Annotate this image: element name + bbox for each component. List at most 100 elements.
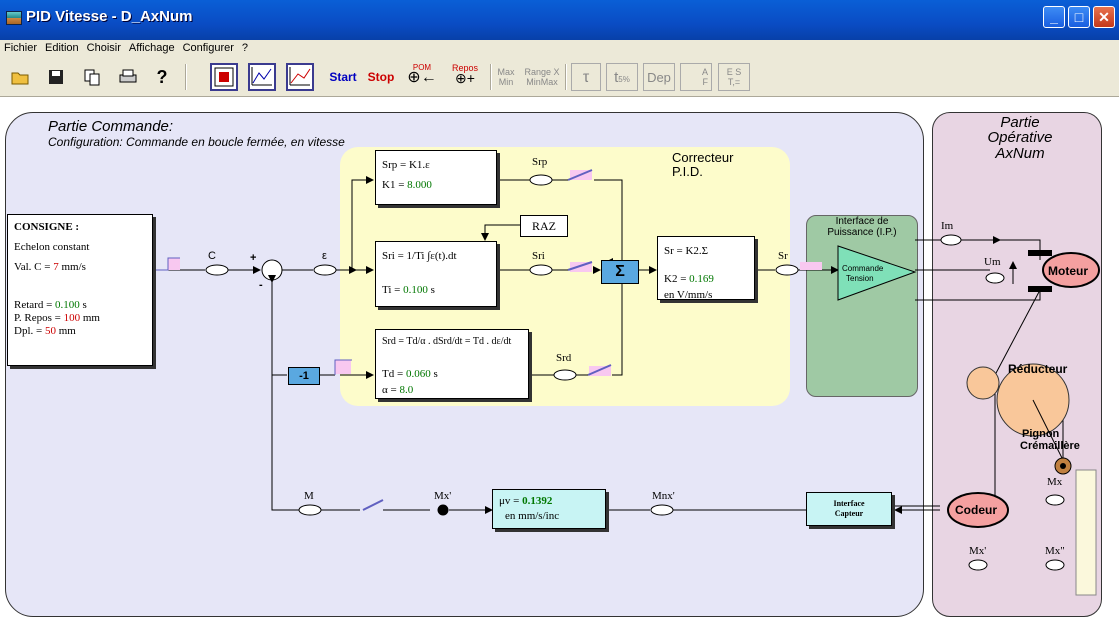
operative-title-3: AxNum: [995, 145, 1045, 162]
dep-button[interactable]: Dep: [643, 63, 675, 91]
s-label: S: [735, 67, 742, 77]
mu-unit: en mm/s/inc: [505, 510, 560, 522]
pom-button[interactable]: POM⊕←: [407, 63, 437, 86]
a-label: A: [701, 67, 708, 77]
alpha-value: 8.0: [399, 384, 414, 396]
retard-value: 0.100: [55, 299, 80, 311]
raz-button[interactable]: RAZ: [520, 215, 568, 237]
signal-minus: -: [259, 279, 263, 291]
signal-im: Im: [941, 220, 954, 232]
k1-value: 8.000: [407, 179, 432, 191]
ip-cmd-1: Commande: [842, 264, 884, 273]
pom-label: POM: [412, 63, 432, 72]
sum-formula: Sr = K2.Σ: [664, 245, 709, 257]
prop-formula: Srp = K1.ε: [382, 159, 430, 171]
chart-at-icon[interactable]: [248, 63, 276, 91]
repos-button[interactable]: Repos⊕+: [451, 63, 478, 86]
dpl-unit: mm: [55, 325, 76, 337]
signal-mx-prime: Mx': [434, 490, 452, 502]
mu-label: μv =: [499, 495, 523, 507]
valc-label: Val. C =: [14, 261, 54, 273]
save-icon[interactable]: [44, 63, 68, 91]
proportional-box[interactable]: Srp = K1.ε K1 = 8.000: [375, 150, 497, 205]
dpl-label: Dpl. =: [14, 325, 45, 337]
close-button[interactable]: ✕: [1093, 6, 1115, 28]
retard-label: Retard =: [14, 299, 56, 311]
derivative-box[interactable]: Srd = Td/α . dSrd/dt = Td . dε/dt Td = 0…: [375, 329, 529, 399]
signal-mnx: Mnx': [652, 490, 675, 502]
td-label: Td =: [382, 368, 406, 380]
signal-mx2: Mx': [969, 545, 987, 557]
mu-box[interactable]: μv = 0.1392 en mm/s/inc: [492, 489, 606, 529]
signal-eps: ε: [322, 250, 327, 262]
k2-unit: en V/mm/s: [664, 289, 713, 301]
ti-value: 0.100: [403, 284, 428, 296]
menu-help[interactable]: ?: [241, 42, 249, 54]
menu-fichier[interactable]: Fichier: [4, 42, 38, 54]
alpha-label: α =: [382, 384, 400, 396]
gain-box[interactable]: Sr = K2.Σ K2 = 0.169 en V/mm/s: [657, 236, 755, 301]
consigne-type: Echelon constant: [14, 241, 90, 253]
moteur-label: Moteur: [1048, 264, 1088, 278]
chart-c-icon[interactable]: [286, 63, 314, 91]
stop-button[interactable]: Stop: [367, 70, 395, 84]
correcteur-label-2: P.I.D.: [672, 164, 703, 179]
operative-title-1: Partie: [1000, 114, 1040, 131]
repos-label: Repos: [451, 63, 478, 73]
t5-sub-label: 5%: [618, 75, 630, 84]
min-label: Min: [498, 77, 514, 87]
view-frame-icon[interactable]: [210, 63, 238, 91]
repos-unit: mm: [80, 312, 100, 324]
menu-configurer[interactable]: Configurer: [182, 42, 234, 54]
repos-label: P. Repos =: [14, 312, 64, 324]
signal-m: M: [304, 490, 314, 502]
correcteur-label-1: Correcteur: [672, 150, 734, 165]
start-button[interactable]: Start: [329, 70, 357, 84]
operative-title-2: Opérative: [987, 129, 1053, 146]
ip-area: [806, 215, 918, 397]
maximize-button[interactable]: □: [1068, 6, 1090, 28]
menu-choisir[interactable]: Choisir: [86, 42, 121, 54]
signal-srd: Srd: [556, 352, 572, 364]
capteur-label-1: Interface: [833, 499, 865, 508]
copy-icon[interactable]: [80, 63, 104, 91]
interface-capteur-box: Interface Capteur: [806, 492, 892, 526]
t-eq-label: T,=: [727, 77, 741, 87]
deriv-formula: Srd = Td/α . dSrd/dt = Td . dε/dt: [382, 336, 512, 347]
menu-edition[interactable]: Edition: [45, 42, 79, 54]
minmax-label: MinMax: [526, 77, 558, 87]
range-x-label: Range X: [524, 67, 560, 77]
tau-button[interactable]: τ: [571, 63, 601, 91]
menu-affichage[interactable]: Affichage: [128, 42, 175, 54]
print-icon[interactable]: [116, 63, 140, 91]
integral-box[interactable]: Sri = 1/Ti ∫ε(t).dt Ti = 0.100 s: [375, 241, 497, 307]
app-icon: [6, 11, 22, 25]
minus-one-block: -1: [288, 367, 320, 385]
signal-sr: Sr: [778, 250, 788, 262]
reducteur-label: Réducteur: [1008, 362, 1068, 376]
signal-mx3: Mx": [1045, 545, 1065, 557]
pignon-label-2: Crémaillère: [1020, 440, 1080, 452]
integ-formula: Sri = 1/Ti ∫ε(t).dt: [382, 250, 457, 262]
help-icon[interactable]: ?: [156, 67, 168, 87]
ip-title-2: Puissance (I.P.): [827, 227, 897, 238]
retard-unit: s: [79, 299, 87, 311]
t5-label: t: [614, 69, 619, 86]
signal-c: C: [208, 250, 216, 262]
title-bar: PID Vitesse - D_AxNum _ □ ✕: [0, 0, 1119, 40]
f-label: F: [702, 77, 709, 87]
open-icon[interactable]: [8, 63, 32, 91]
minimize-button[interactable]: _: [1043, 6, 1065, 28]
t5-button[interactable]: t5%: [606, 63, 638, 91]
consigne-box[interactable]: CONSIGNE : Echelon constant Val. C = 7 m…: [7, 214, 153, 366]
signal-sri: Sri: [532, 250, 545, 262]
ip-cmd-2: Tension: [846, 274, 874, 283]
capteur-label-2: Capteur: [834, 509, 864, 518]
operative-panel: [932, 112, 1102, 617]
